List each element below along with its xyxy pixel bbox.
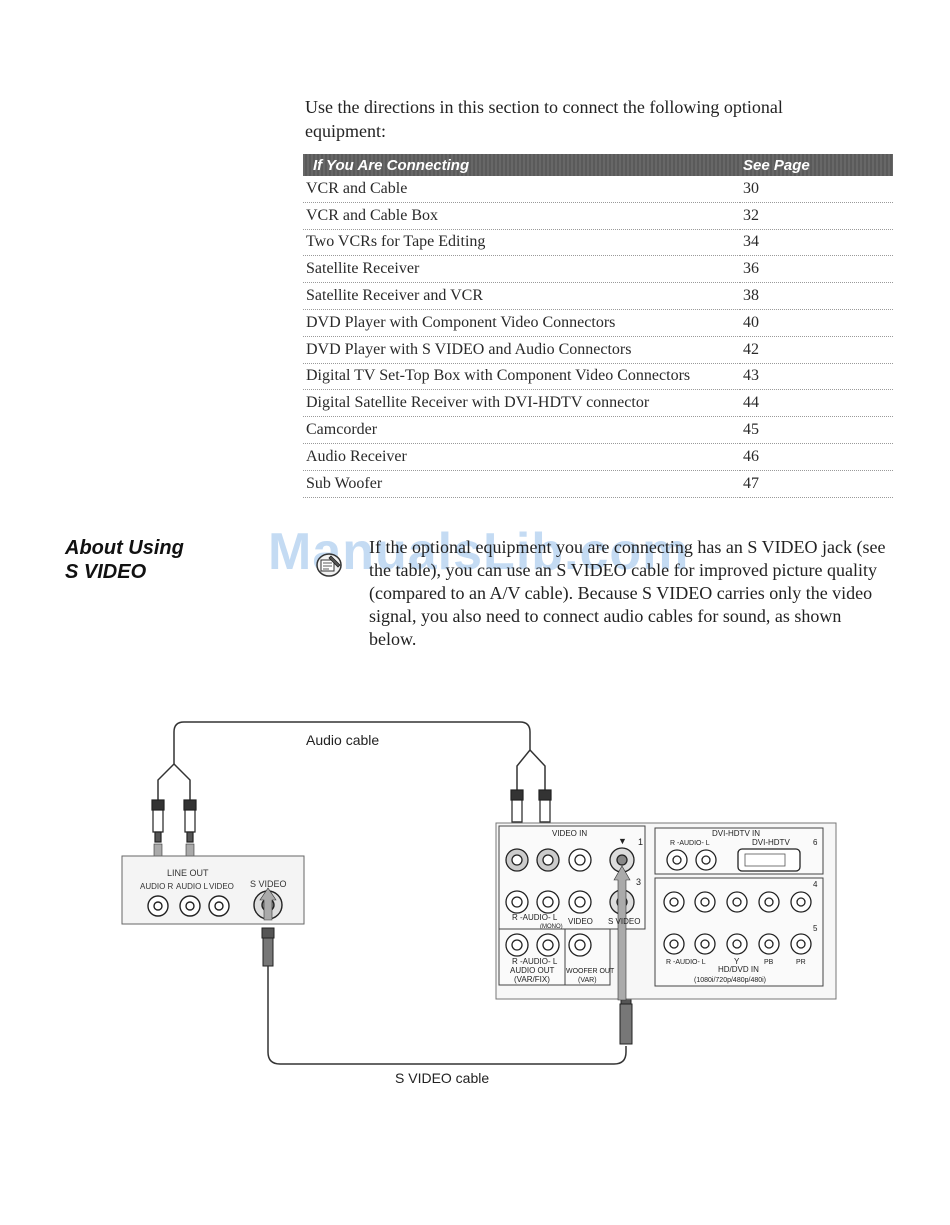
input-6-label: 6 (813, 838, 818, 847)
arrow-up-icon (613, 865, 631, 1001)
connection-table: If You Are Connecting See Page VCR and C… (303, 154, 893, 498)
header-see-page: See Page (740, 154, 893, 176)
mono-label: (MONO) (540, 924, 563, 930)
hd-dvd-in-label: HD/DVD IN (718, 965, 759, 974)
s-video-plug-device (261, 927, 275, 967)
s-video-label: S VIDEO (250, 879, 287, 889)
row-page: 36 (740, 255, 893, 284)
audio-out-audio-label: R -AUDIO- L (512, 957, 558, 966)
var-fix-label: (VAR/FIX) (514, 975, 550, 984)
video-in-video-label: VIDEO (568, 917, 593, 926)
table-row: DVD Player with Component Video Connecto… (303, 309, 893, 337)
pr-label: PR (796, 959, 806, 966)
row-page: 42 (740, 336, 893, 364)
dvi-audio-label: R -AUDIO- L (670, 840, 710, 847)
row-page: 40 (740, 309, 893, 337)
video-label: VIDEO (209, 882, 234, 891)
row-page: 30 (740, 176, 893, 203)
rca-plug-left (151, 799, 165, 843)
row-page: 47 (740, 470, 893, 498)
audio-l-label: AUDIO L (176, 882, 209, 891)
rca-plug-right (183, 799, 197, 843)
pb-label: PB (764, 959, 774, 966)
s-video-cable-line (267, 966, 627, 1065)
y-label: Y (734, 957, 740, 966)
intro-text: Use the directions in this section to co… (305, 97, 783, 141)
header-connecting: If You Are Connecting (303, 154, 740, 176)
row-item: DVD Player with S VIDEO and Audio Connec… (303, 336, 740, 364)
row-item: Digital TV Set-Top Box with Component Vi… (303, 363, 740, 391)
row-item: Digital Satellite Receiver with DVI-HDTV… (303, 389, 740, 418)
input-1-label: 1 (638, 837, 643, 847)
audio-r-label: AUDIO R (140, 882, 174, 891)
hd-formats-label: (1080i/720p/480p/480i) (694, 977, 766, 984)
row-page: 32 (740, 202, 893, 230)
dvi-hdtv-label: DVI-HDTV (752, 838, 790, 847)
svg-text:▼: ▼ (618, 836, 627, 846)
section-heading: About Using S VIDEO (65, 536, 184, 584)
row-item: Two VCRs for Tape Editing (303, 229, 740, 257)
heading-line-1: About Using (65, 537, 184, 559)
video-in-audio-label: R -AUDIO- L (512, 913, 558, 922)
row-item: Sub Woofer (303, 470, 740, 498)
row-item: Satellite Receiver and VCR (303, 282, 740, 310)
input-3-label: 3 (636, 877, 641, 887)
woofer-out-label: WOOFER OUT (566, 968, 615, 975)
audio-cable-label: Audio cable (306, 732, 379, 748)
row-page: 45 (740, 416, 893, 444)
input-4-label: 4 (813, 880, 818, 889)
video-in-s-video-label: S VIDEO (608, 917, 640, 926)
row-item: VCR and Cable (303, 176, 740, 203)
hd-audio-label: R -AUDIO- L (666, 959, 706, 966)
dvi-hdtv-in-label: DVI-HDTV IN (712, 829, 760, 838)
row-page: 38 (740, 282, 893, 310)
row-page: 44 (740, 389, 893, 418)
table-row: Digital Satellite Receiver with DVI-HDTV… (303, 389, 893, 418)
note-pencil-icon (316, 553, 342, 577)
table-header-row: If You Are Connecting See Page (303, 154, 893, 176)
arrow-up-icon (259, 887, 277, 921)
dvi-connector (737, 848, 801, 872)
audio-cable-line (157, 721, 531, 800)
audio-out-label: AUDIO OUT (510, 966, 555, 975)
input-5-label: 5 (813, 924, 818, 933)
about-s-video-text: If the optional equipment you are connec… (369, 537, 886, 649)
row-item: Camcorder (303, 416, 740, 444)
var-label: (VAR) (578, 977, 597, 984)
table-row: Digital TV Set-Top Box with Component Vi… (303, 363, 893, 391)
video-in-label: VIDEO IN (552, 829, 587, 838)
s-video-cable-label: S VIDEO cable (395, 1070, 489, 1086)
row-page: 46 (740, 443, 893, 471)
row-item: DVD Player with Component Video Connecto… (303, 309, 740, 337)
audio-cable-branch-right (529, 749, 546, 790)
heading-line-2: S VIDEO (65, 561, 147, 583)
line-out-label: LINE OUT (167, 868, 209, 878)
s-video-plug-tv (619, 993, 633, 1045)
row-page: 34 (740, 229, 893, 257)
row-item: VCR and Cable Box (303, 202, 740, 230)
audio-cable-branch-left (173, 763, 191, 800)
row-item: Audio Receiver (303, 443, 740, 471)
row-page: 43 (740, 363, 893, 391)
table-row: DVD Player with S VIDEO and Audio Connec… (303, 336, 893, 364)
row-item: Satellite Receiver (303, 255, 740, 284)
